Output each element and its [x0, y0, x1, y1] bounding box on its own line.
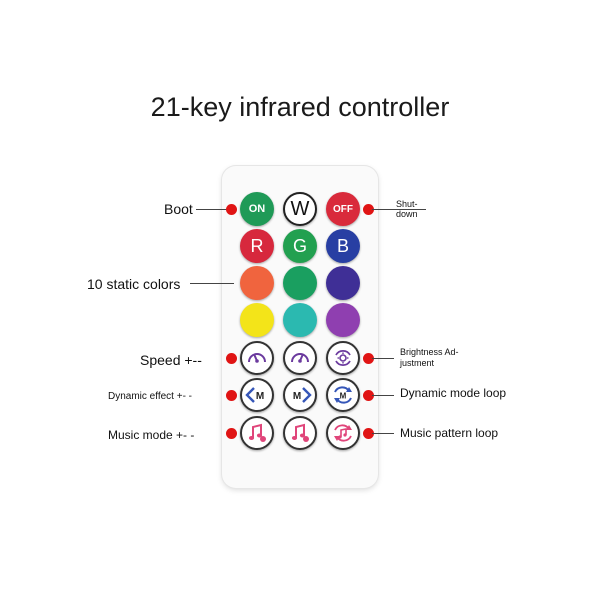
speed-marker-dot [226, 353, 237, 364]
speedometer-icon [248, 353, 266, 363]
speedometer-icon [291, 353, 309, 363]
dynamic-mode-prev-button[interactable]: M [240, 378, 274, 412]
color-purple-button[interactable] [326, 303, 360, 337]
off-button[interactable]: OFF [326, 192, 360, 226]
green-button[interactable]: G [283, 229, 317, 263]
music-mode-next-button[interactable] [283, 416, 317, 450]
brightness-icon [335, 349, 351, 367]
page-title: 21-key infrared controller [150, 92, 450, 122]
static-colors-leader-line [190, 283, 234, 284]
brightness-marker-dot [363, 353, 374, 364]
white-label: W [290, 197, 310, 220]
music-loop-marker-dot [363, 428, 374, 439]
color-orange-button[interactable] [240, 266, 274, 300]
brightness-leader-line [372, 358, 394, 359]
dynamic-mode-loop-button[interactable]: M [326, 378, 360, 412]
boot-leader-line [196, 209, 230, 210]
green-label: G [292, 235, 307, 256]
music-mode-prev-button[interactable] [240, 416, 274, 450]
dynamic-effect-marker-dot [226, 390, 237, 401]
mode-loop-label: M [340, 392, 347, 401]
mode-prev-label: M [256, 391, 264, 402]
color-emerald-button[interactable] [283, 266, 317, 300]
shutdown-label-line1: Shut- [396, 199, 418, 209]
speed-up-button[interactable] [283, 341, 317, 375]
shutdown-label: Shut- down [396, 199, 418, 219]
music-pattern-loop-button[interactable] [326, 416, 360, 450]
shutdown-label-line2: down [396, 209, 418, 219]
music-note-icon [291, 423, 309, 442]
on-label: ON [248, 203, 266, 215]
static-colors-label: 10 static colors [87, 276, 181, 292]
boot-label: Boot [164, 201, 193, 217]
dynamic-loop-marker-dot [363, 390, 374, 401]
speed-down-button[interactable] [240, 341, 274, 375]
off-label: OFF [333, 203, 353, 215]
mode-prev-icon: M [245, 387, 264, 403]
dynamic-loop-leader-line [372, 395, 394, 396]
brightness-label: Brightness Ad- justment [400, 347, 459, 369]
music-loop-icon [334, 424, 352, 442]
blue-button[interactable]: B [326, 229, 360, 263]
shutdown-marker-dot [363, 204, 374, 215]
brightness-label-line2: justment [400, 358, 435, 368]
dynamic-effect-label: Dynamic effect +- - [108, 391, 193, 402]
dynamic-mode-loop-label: Dynamic mode loop [400, 386, 507, 400]
loop-icon: M [334, 386, 352, 404]
shutdown-leader-line [372, 209, 426, 210]
music-mode-marker-dot [226, 428, 237, 439]
red-label: R [250, 235, 264, 256]
speed-label: Speed +-- [140, 352, 202, 368]
color-yellow-button[interactable] [240, 303, 274, 337]
music-loop-leader-line [372, 433, 394, 434]
color-indigo-button[interactable] [326, 266, 360, 300]
on-button[interactable]: ON [240, 192, 274, 226]
brightness-label-line1: Brightness Ad- [400, 347, 459, 357]
white-button[interactable]: W [283, 192, 317, 226]
mode-next-icon: M [293, 387, 312, 403]
mode-next-label: M [293, 391, 301, 402]
music-note-icon [248, 423, 266, 442]
boot-marker-dot [226, 204, 237, 215]
music-mode-label: Music mode +- - [108, 428, 195, 442]
dynamic-mode-next-button[interactable]: M [283, 378, 317, 412]
color-teal-button[interactable] [283, 303, 317, 337]
brightness-button[interactable] [326, 341, 360, 375]
music-pattern-loop-label: Music pattern loop [400, 426, 499, 440]
red-button[interactable]: R [240, 229, 274, 263]
blue-label: B [336, 235, 349, 256]
